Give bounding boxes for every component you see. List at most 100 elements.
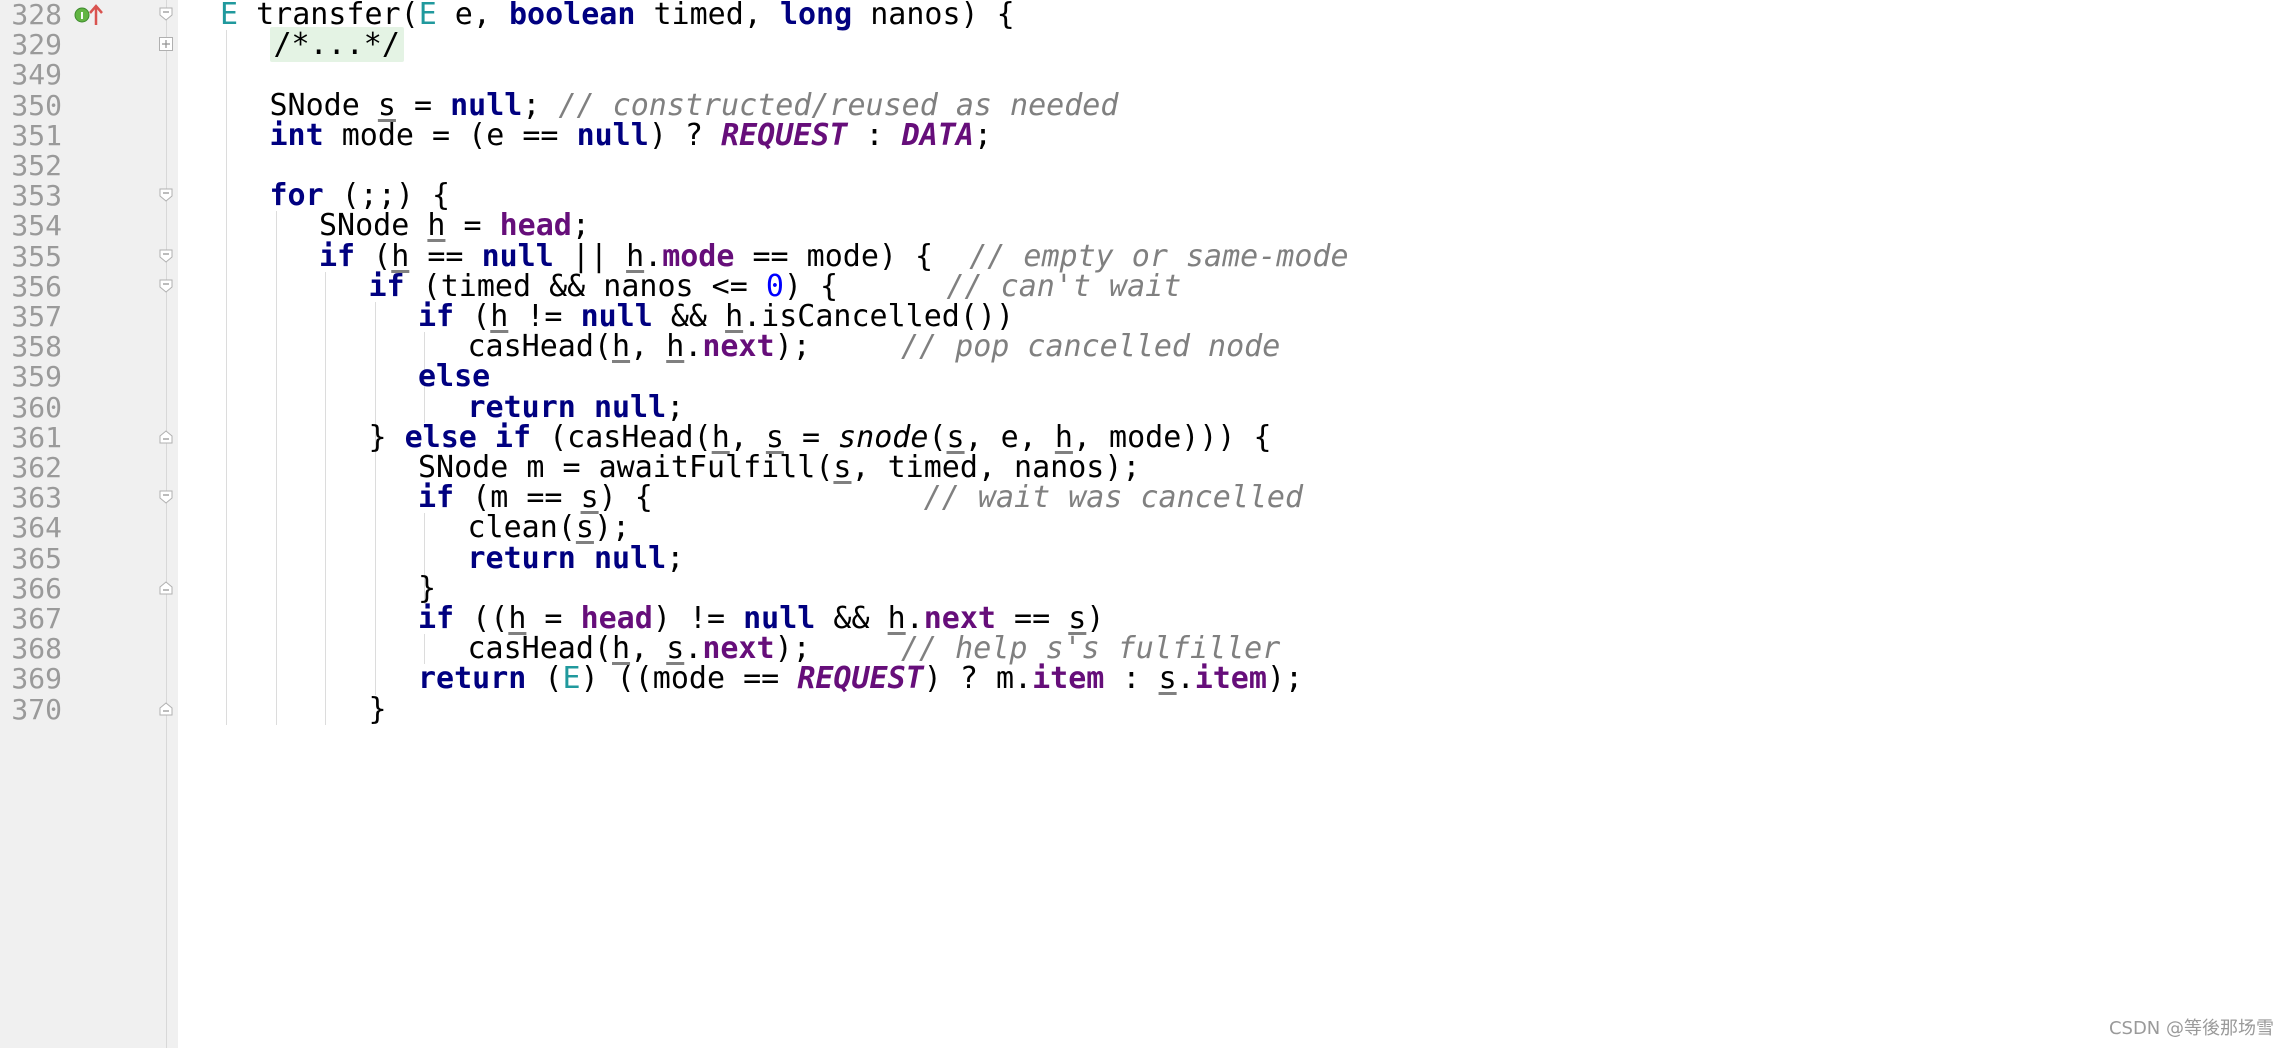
code-line[interactable]: }	[418, 567, 436, 611]
code-line[interactable]: if (timed && nanos <= 0) { // can't wait	[369, 265, 1182, 309]
line-number: 329	[11, 28, 62, 62]
variable-token: s	[377, 87, 396, 123]
watermark: CSDN @等後那场雪	[2108, 1018, 2274, 1039]
keyword-token: null	[593, 540, 667, 576]
code-line[interactable]: if (h != null && h.isCancelled())	[418, 295, 1014, 339]
code-line[interactable]: return null;	[468, 386, 685, 430]
line-number: 362	[11, 451, 62, 484]
line-number: 349	[11, 58, 62, 92]
code-token: transfer(	[238, 0, 419, 32]
folded-block[interactable]: /*...*/	[269, 27, 404, 63]
code-token: ) {	[598, 480, 924, 516]
code-token: }	[368, 691, 387, 727]
variable-token: h	[887, 601, 906, 636]
code-line[interactable]: if (m == s) { // wait was cancelled	[418, 476, 1303, 520]
code-token: (	[526, 661, 563, 697]
code-line[interactable]: clean(s);	[468, 506, 631, 550]
code-line[interactable]: casHead(h, s.next); // help s's fulfille…	[468, 627, 1281, 671]
code-token: ||	[553, 238, 627, 274]
gutter-row: 357	[0, 295, 178, 339]
variable-token: s	[1068, 601, 1087, 636]
fold-collapse-icon[interactable]	[158, 6, 174, 22]
code-line[interactable]: casHead(h, h.next); // pop cancelled nod…	[468, 325, 1281, 369]
code-token: casHead(	[467, 631, 613, 667]
code-line[interactable]: if ((h = head) != null && h.next == s)	[418, 597, 1104, 641]
code-token: .isCancelled())	[743, 299, 1015, 334]
type-token: E	[220, 0, 239, 32]
gutter-row: 352	[0, 144, 178, 188]
code-token: );	[593, 510, 631, 546]
code-line[interactable]: SNode h = head;	[319, 204, 590, 248]
code-line[interactable]: }	[369, 688, 387, 732]
code-token: .	[684, 329, 703, 365]
gutter-row: 359	[0, 355, 178, 399]
code-line[interactable]: if (h == null || h.mode == mode) { // em…	[319, 235, 1349, 279]
fold-end-icon[interactable]	[158, 580, 174, 596]
code-token: &&	[652, 299, 726, 334]
variable-token: h	[725, 299, 744, 334]
comment-token: // empty or same-mode	[969, 238, 1349, 274]
code-token: :	[847, 117, 902, 153]
indent-guide	[275, 211, 277, 725]
code-token: , e,	[964, 419, 1055, 455]
keyword-token: null	[576, 117, 649, 153]
code-token: nanos) {	[852, 0, 1015, 32]
fold-collapse-icon[interactable]	[158, 187, 174, 203]
keyword-token: else if	[404, 419, 532, 455]
code-token: ;	[973, 117, 992, 153]
fold-end-icon[interactable]	[158, 429, 174, 445]
comment-token: // can't wait	[946, 268, 1182, 304]
code-token: ((	[454, 601, 509, 636]
fold-expand-icon[interactable]	[158, 36, 174, 52]
keyword-token: null	[481, 238, 554, 274]
fold-collapse-icon[interactable]	[158, 489, 174, 505]
keyword-token: return	[418, 661, 527, 697]
code-token: (casHead(	[531, 419, 712, 455]
line-number: 352	[11, 149, 62, 182]
code-line[interactable]: else	[418, 355, 490, 399]
code-token: ) {	[783, 268, 947, 304]
code-token: ;	[666, 389, 685, 425]
code-token: );	[774, 631, 901, 667]
gutter-row: 361	[0, 416, 178, 460]
code-line[interactable]: SNode m = awaitFulfill(s, timed, nanos);	[418, 446, 1140, 490]
gutter-row: 362	[0, 446, 178, 490]
variable-token: h	[1054, 419, 1073, 455]
code-token: ,	[630, 329, 667, 365]
constant-token: REQUEST	[797, 661, 924, 697]
fold-collapse-icon[interactable]	[158, 248, 174, 264]
line-number: 353	[11, 179, 62, 213]
code-editor[interactable]: E transfer(E e, boolean timed, long nano…	[178, 0, 2284, 1048]
code-line[interactable]: } else if (casHead(h, s = snode(s, e, h,…	[369, 416, 1272, 460]
code-token: ) ? m.	[923, 661, 1033, 697]
line-number: 361	[11, 420, 62, 454]
code-token: =	[445, 208, 500, 244]
code-line[interactable]: for (;;) {	[270, 174, 451, 218]
variable-token: h	[612, 329, 631, 365]
code-token: ==	[409, 238, 482, 274]
fold-collapse-icon[interactable]	[158, 278, 174, 294]
code-line[interactable]: E transfer(E e, boolean timed, long nano…	[220, 0, 1015, 37]
code-line[interactable]: return (E) ((mode == REQUEST) ? m.item :…	[418, 657, 1303, 701]
comment-token: // constructed/reused as needed	[558, 87, 1119, 123]
code-line[interactable]: /*...*/	[269, 23, 404, 67]
code-line[interactable]: return null;	[468, 537, 685, 581]
code-token: =	[526, 601, 581, 636]
field-token: next	[702, 631, 775, 667]
code-token: , mode))) {	[1072, 419, 1272, 455]
keyword-token: if	[319, 238, 356, 274]
variable-token: h	[626, 238, 645, 274]
code-line[interactable]: SNode s = null; // constructed/reused as…	[270, 84, 1119, 128]
type-token: E	[562, 661, 581, 697]
override-method-icon[interactable]: I	[74, 3, 110, 27]
line-number: 363	[11, 481, 62, 515]
field-token: next	[923, 601, 996, 636]
line-number: 355	[11, 239, 62, 273]
code-line[interactable]: int mode = (e == null) ? REQUEST : DATA;	[270, 114, 993, 158]
line-number: 360	[11, 390, 62, 424]
field-token: mode	[662, 238, 735, 274]
gutter-row: 358	[0, 325, 178, 369]
fold-end-icon[interactable]	[158, 701, 174, 717]
gutter-row: 351	[0, 114, 178, 158]
